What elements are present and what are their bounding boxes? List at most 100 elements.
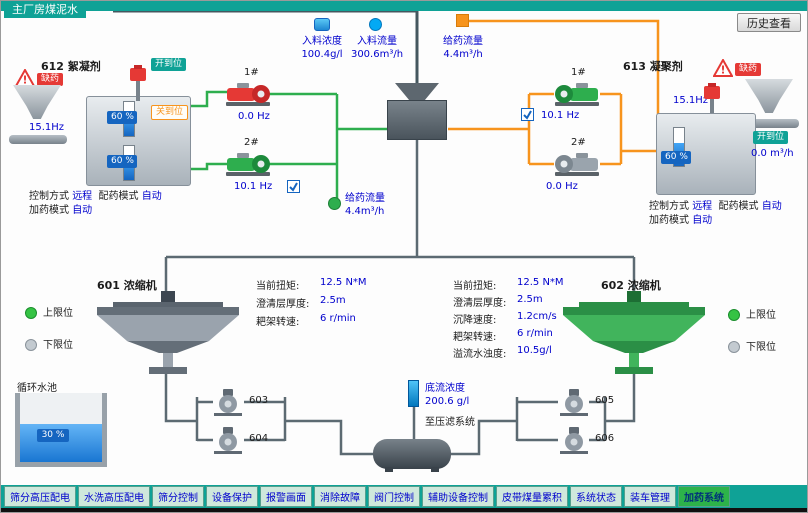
unit-612-pump-freq: 15.1Hz bbox=[29, 122, 65, 133]
unit-612-close-status-chip: 关到位 bbox=[151, 105, 189, 120]
nav-tab-6[interactable]: 消除故障 bbox=[314, 486, 366, 507]
underflow-sensor-icon bbox=[408, 380, 419, 407]
unit-613-open-status-chip: 开到位 bbox=[753, 131, 789, 144]
pump-603-icon[interactable] bbox=[211, 389, 245, 416]
left-pump2-checkbox[interactable] bbox=[287, 180, 300, 193]
unit-613-mix-mode-value: 自动 bbox=[761, 201, 782, 212]
unit-613-dosing-pump-icon[interactable] bbox=[701, 83, 723, 119]
pump-606-icon[interactable] bbox=[557, 427, 591, 454]
unit-612-ctrl-mode-label: 控制方式 bbox=[29, 191, 69, 202]
thickener-601-upper-limit-label: 上限位 bbox=[43, 308, 73, 319]
rake-speed-label: 耙架转速: bbox=[453, 332, 497, 343]
right-pump2-icon[interactable] bbox=[554, 151, 600, 177]
plant-label: 主厂房煤泥水 bbox=[4, 1, 86, 18]
nav-tab-8[interactable]: 辅助设备控制 bbox=[422, 486, 494, 507]
thickener-602-data-row: 耙架转速: 6 r/min bbox=[453, 328, 553, 343]
thickener-601-data-row: 澄清层厚度: 2.5m bbox=[256, 295, 346, 310]
svg-text:!: ! bbox=[22, 74, 27, 87]
left-pump1-label: 1# bbox=[244, 67, 259, 78]
pump-604-label: 604 bbox=[249, 433, 269, 444]
left-pump2-icon[interactable] bbox=[225, 151, 271, 177]
turbidity-value: 10.5g/l bbox=[517, 345, 552, 356]
mixing-box bbox=[387, 100, 447, 140]
thickener-602-data-row: 溢流水浊度: 10.5g/l bbox=[453, 345, 552, 360]
settle-speed-value: 1.2cm/s bbox=[517, 311, 557, 322]
press-filter-destination-label: 至压滤系统 bbox=[425, 417, 475, 428]
left-pump1-icon[interactable] bbox=[225, 81, 271, 107]
right-pump2-label: 2# bbox=[571, 137, 586, 148]
unit-612-screw-feeder-icon bbox=[9, 135, 67, 144]
unit-612-dose-mode-label: 加药模式 bbox=[29, 205, 69, 216]
nav-tab-10[interactable]: 系统状态 bbox=[570, 486, 622, 507]
unit-613-control-line1: 控制方式 远程 配药模式 自动 bbox=[649, 201, 782, 213]
nav-tab-5[interactable]: 报警画面 bbox=[260, 486, 312, 507]
nav-tab-11[interactable]: 装车管理 bbox=[624, 486, 676, 507]
history-button[interactable]: 历史查看 bbox=[737, 13, 801, 32]
unit-613-ctrl-mode-value: 远程 bbox=[692, 201, 713, 212]
unit-612-open-status-chip: 开到位 bbox=[151, 58, 187, 71]
nav-tab-2[interactable]: 水洗高压配电 bbox=[78, 486, 150, 507]
circulating-pool-tank bbox=[15, 393, 107, 467]
feed-concentration-value: 100.4g/l bbox=[301, 49, 343, 60]
unit-613-dose-mode-value: 自动 bbox=[692, 215, 713, 226]
top-bar bbox=[1, 1, 807, 11]
underflow-concentration-label: 底流浓度 bbox=[425, 383, 465, 394]
dosing-flow-value: 4.4m³/h bbox=[443, 49, 483, 60]
pump-603-label: 603 bbox=[249, 395, 269, 406]
right-pump1-label: 1# bbox=[571, 67, 586, 78]
feed-concentration-icon bbox=[314, 18, 330, 31]
nav-tab-1[interactable]: 筛分高压配电 bbox=[4, 486, 76, 507]
clear-layer-value: 2.5m bbox=[517, 294, 543, 305]
unit-613-dose-mode-label: 加药模式 bbox=[649, 215, 689, 226]
clear-layer-label: 澄清层厚度: bbox=[256, 299, 310, 310]
unit-613-control-line2: 加药模式 自动 bbox=[649, 215, 712, 227]
center-dosing-flow-value: 4.4m³/h bbox=[345, 206, 385, 217]
torque-value: 12.5 N*M bbox=[320, 277, 367, 288]
nav-tab-3[interactable]: 筛分控制 bbox=[152, 486, 204, 507]
unit-613-level-badge: 60 % bbox=[661, 151, 691, 164]
unit-612-dosing-pump-icon[interactable] bbox=[127, 65, 149, 101]
tank-leg bbox=[385, 467, 393, 472]
nav-tab-7[interactable]: 阀门控制 bbox=[368, 486, 420, 507]
right-pump1-freq: 10.1 Hz bbox=[541, 110, 580, 121]
right-pump1-checkbox[interactable] bbox=[521, 108, 534, 121]
pump-604-icon[interactable] bbox=[211, 427, 245, 454]
unit-613-mix-mode-label: 配药模式 bbox=[718, 201, 759, 212]
rake-speed-label: 耙架转速: bbox=[256, 317, 300, 328]
dosing-flow-label: 给药流量 bbox=[443, 36, 483, 47]
nav-tab-9[interactable]: 皮带煤量累积 bbox=[496, 486, 568, 507]
thickener-602-lower-limit-indicator bbox=[728, 341, 740, 353]
thickener-601-upper-limit-indicator bbox=[25, 307, 37, 319]
thickener-602-title: 602 浓缩机 bbox=[601, 279, 661, 292]
nav-tab-12-active[interactable]: 加药系统 bbox=[678, 486, 730, 507]
thickener-601-lower-limit-label: 下限位 bbox=[43, 340, 73, 351]
thickener-602-icon[interactable] bbox=[559, 291, 709, 377]
nav-tab-4[interactable]: 设备保护 bbox=[206, 486, 258, 507]
bottom-nav-bar: 筛分高压配电 水洗高压配电 筛分控制 设备保护 报警画面 消除故障 阀门控制 辅… bbox=[1, 485, 807, 508]
thickener-602-lower-limit-label: 下限位 bbox=[746, 342, 776, 353]
turbidity-label: 溢流水浊度: bbox=[453, 349, 507, 360]
tank-leg bbox=[431, 467, 439, 472]
feed-flow-icon bbox=[369, 18, 382, 31]
unit-612-title: 612 絮凝剂 bbox=[41, 60, 101, 73]
torque-label: 当前扭矩: bbox=[256, 281, 300, 292]
thickener-601-icon[interactable] bbox=[93, 291, 243, 377]
warning-icon: ! bbox=[15, 69, 35, 87]
unit-612-control-line2: 加药模式 自动 bbox=[29, 205, 92, 217]
unit-613-alarm-badge: 缺药 bbox=[735, 63, 762, 76]
right-pump1-icon[interactable] bbox=[554, 81, 600, 107]
unit-612-alarm-badge: 缺药 bbox=[37, 73, 64, 86]
unit-612-mix-mode-value: 自动 bbox=[141, 191, 162, 202]
pool-title: 循环水池 bbox=[17, 383, 57, 394]
rake-speed-value: 6 r/min bbox=[320, 313, 356, 324]
press-filter-buffer-tank bbox=[373, 439, 451, 469]
pump-605-label: 605 bbox=[595, 395, 615, 406]
rake-speed-value: 6 r/min bbox=[517, 328, 553, 339]
bottom-strip bbox=[1, 508, 807, 512]
left-pump2-freq: 10.1 Hz bbox=[234, 181, 273, 192]
pump-605-icon[interactable] bbox=[557, 389, 591, 416]
unit-612-level-bottom-badge: 60 % bbox=[107, 155, 137, 168]
unit-612-mix-mode-label: 配药模式 bbox=[98, 191, 139, 202]
